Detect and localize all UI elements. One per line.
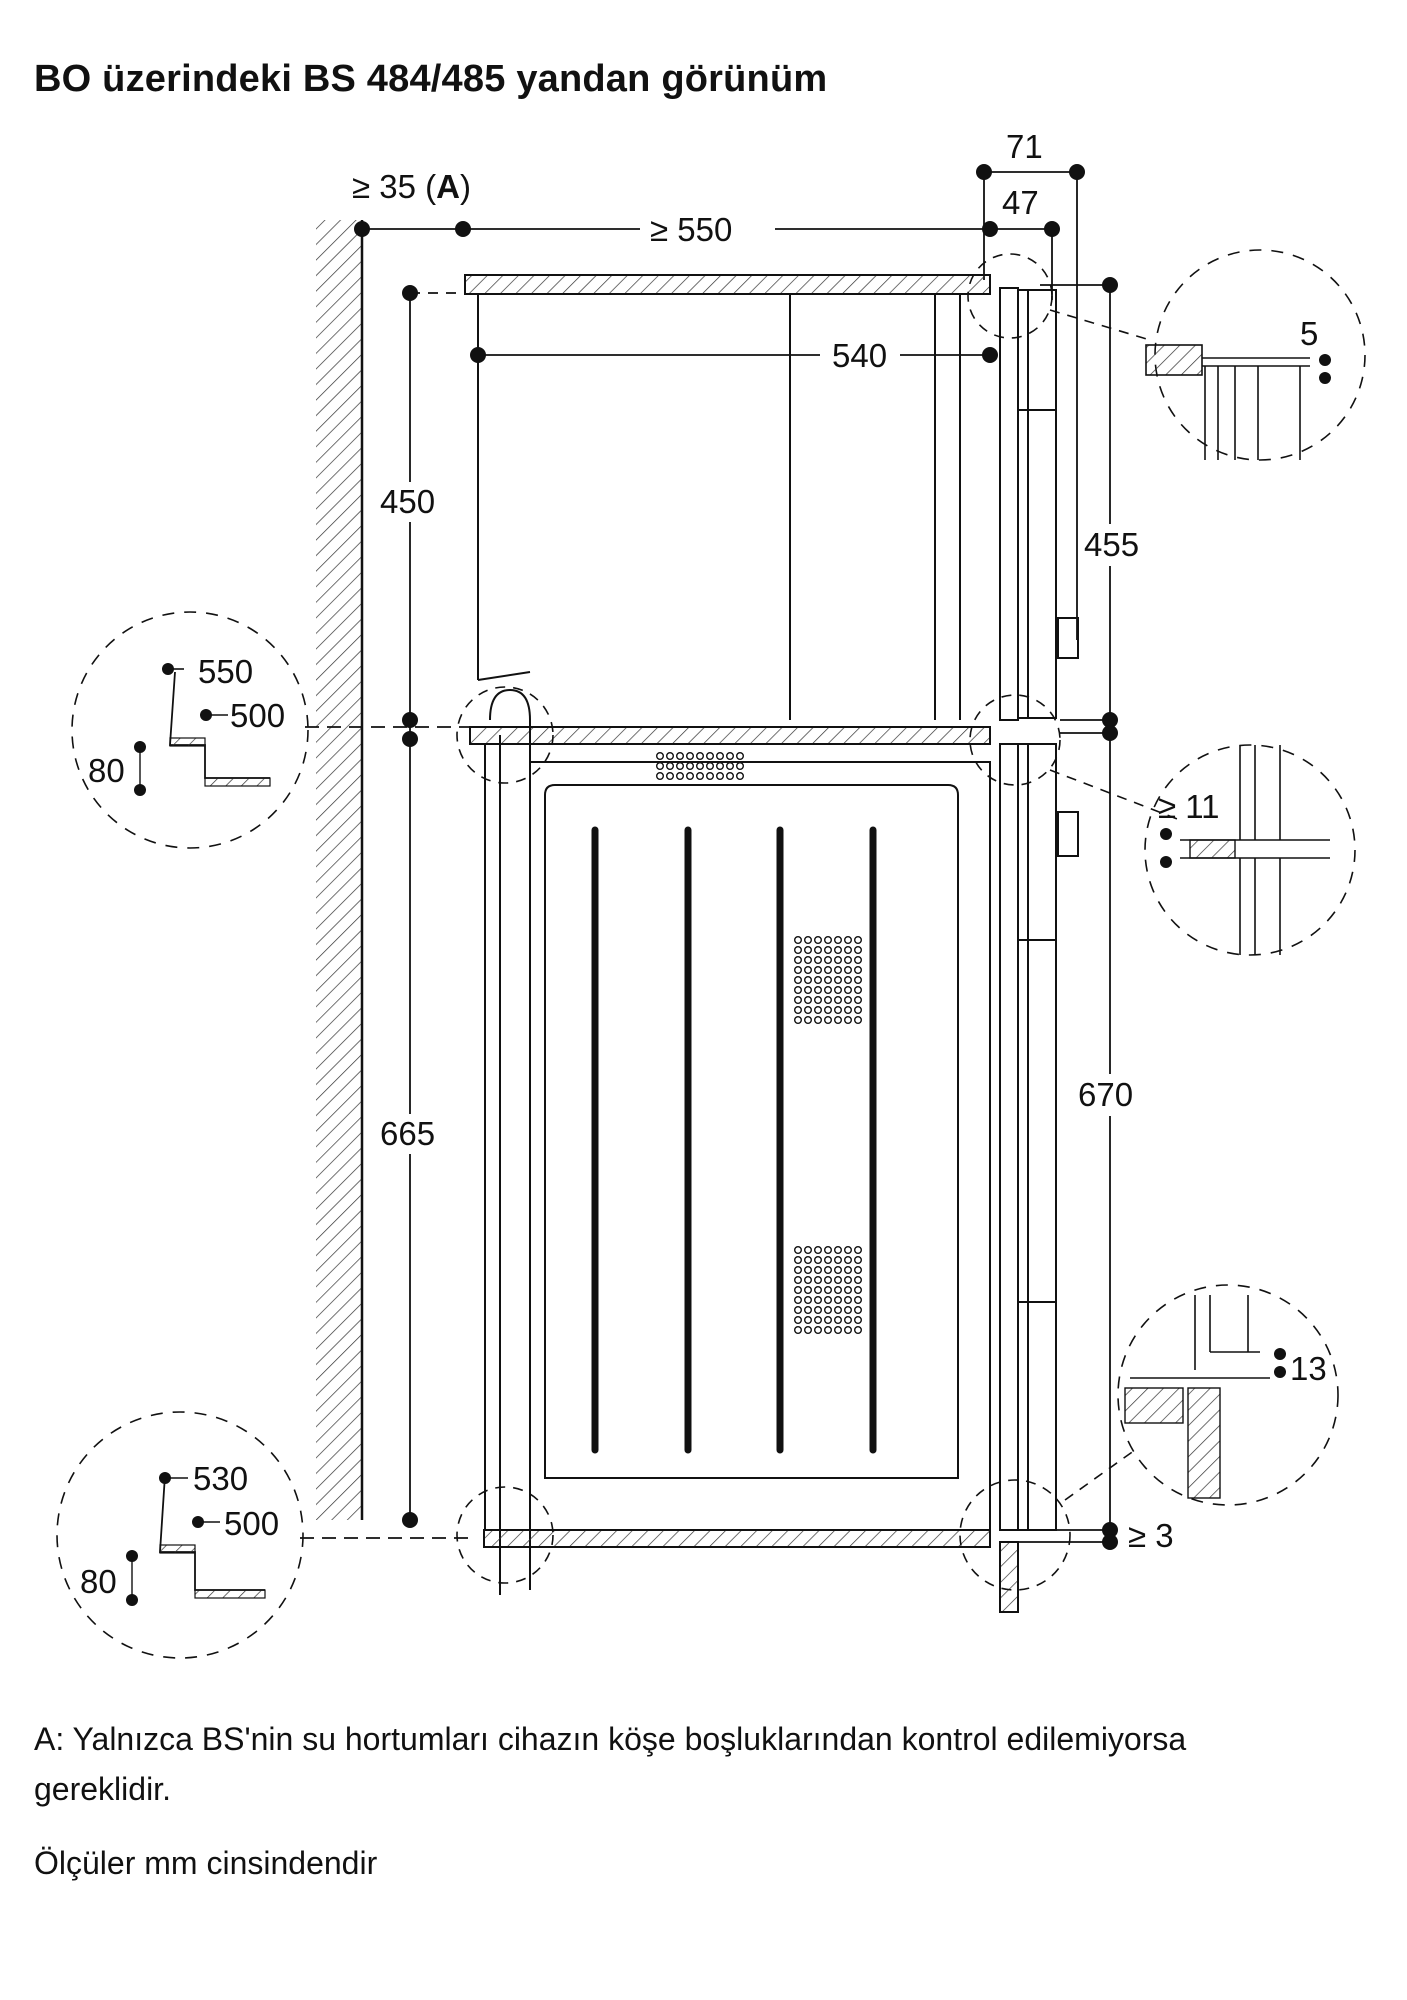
right-dimension-dots xyxy=(1102,277,1118,1550)
vent-grill-low xyxy=(794,1245,863,1334)
dim-clearance-a: ≥ 35 (A) xyxy=(352,168,471,205)
dim-top-47: 47 xyxy=(1002,184,1039,221)
detail-markers xyxy=(456,253,1181,1591)
detail-ll-step: 80 xyxy=(80,1563,117,1600)
dim-top-71: 71 xyxy=(1006,128,1043,165)
detail-ll-depth-b: 500 xyxy=(224,1505,279,1542)
middle-shelf xyxy=(469,726,991,745)
dim-height-665: 665 xyxy=(380,1115,435,1152)
detail-low-offset: 13 xyxy=(1290,1350,1327,1387)
detail-ul-depth-a: 550 xyxy=(198,653,253,690)
detail-mid-gap: ≥ 11 xyxy=(1158,788,1220,825)
page-title: BO üzerindeki BS 484/485 yandan görünüm xyxy=(34,58,828,100)
wall xyxy=(316,220,364,1520)
detail-ll-depth-a: 530 xyxy=(193,1460,248,1497)
dim-height-450: 450 xyxy=(380,483,435,520)
lower-appliance xyxy=(483,688,1079,1613)
dim-gap-min-3: ≥ 3 xyxy=(1128,1517,1174,1554)
detail-upper-left: 550 500 80 xyxy=(71,611,309,849)
detail-mid-right: ≥ 11 xyxy=(1144,744,1356,956)
detail-ul-depth-b: 500 xyxy=(230,697,285,734)
vent-grill-top xyxy=(656,752,745,781)
detail-lower-left: 530 500 80 xyxy=(56,1411,304,1659)
detail-top-gap: 5 xyxy=(1300,315,1318,352)
detail-top-right: 5 xyxy=(1145,249,1366,461)
dimension-dots xyxy=(354,164,1085,363)
note-units: Ölçüler mm cinsindendir xyxy=(34,1845,378,1881)
vent-grill-mid xyxy=(794,936,863,1025)
note-a: A: Yalnızca BS'nin su hortumları cihazın… xyxy=(34,1721,1187,1807)
detail-ul-step: 80 xyxy=(88,752,125,789)
left-dimension-dots xyxy=(402,285,418,1528)
detail-low-right: 13 xyxy=(1117,1284,1339,1506)
dim-depth-540: 540 xyxy=(832,337,887,374)
upper-appliance xyxy=(464,274,1079,721)
dim-depth-min: ≥ 550 xyxy=(650,211,732,248)
dim-height-670: 670 xyxy=(1078,1076,1133,1113)
dim-height-455: 455 xyxy=(1084,526,1139,563)
